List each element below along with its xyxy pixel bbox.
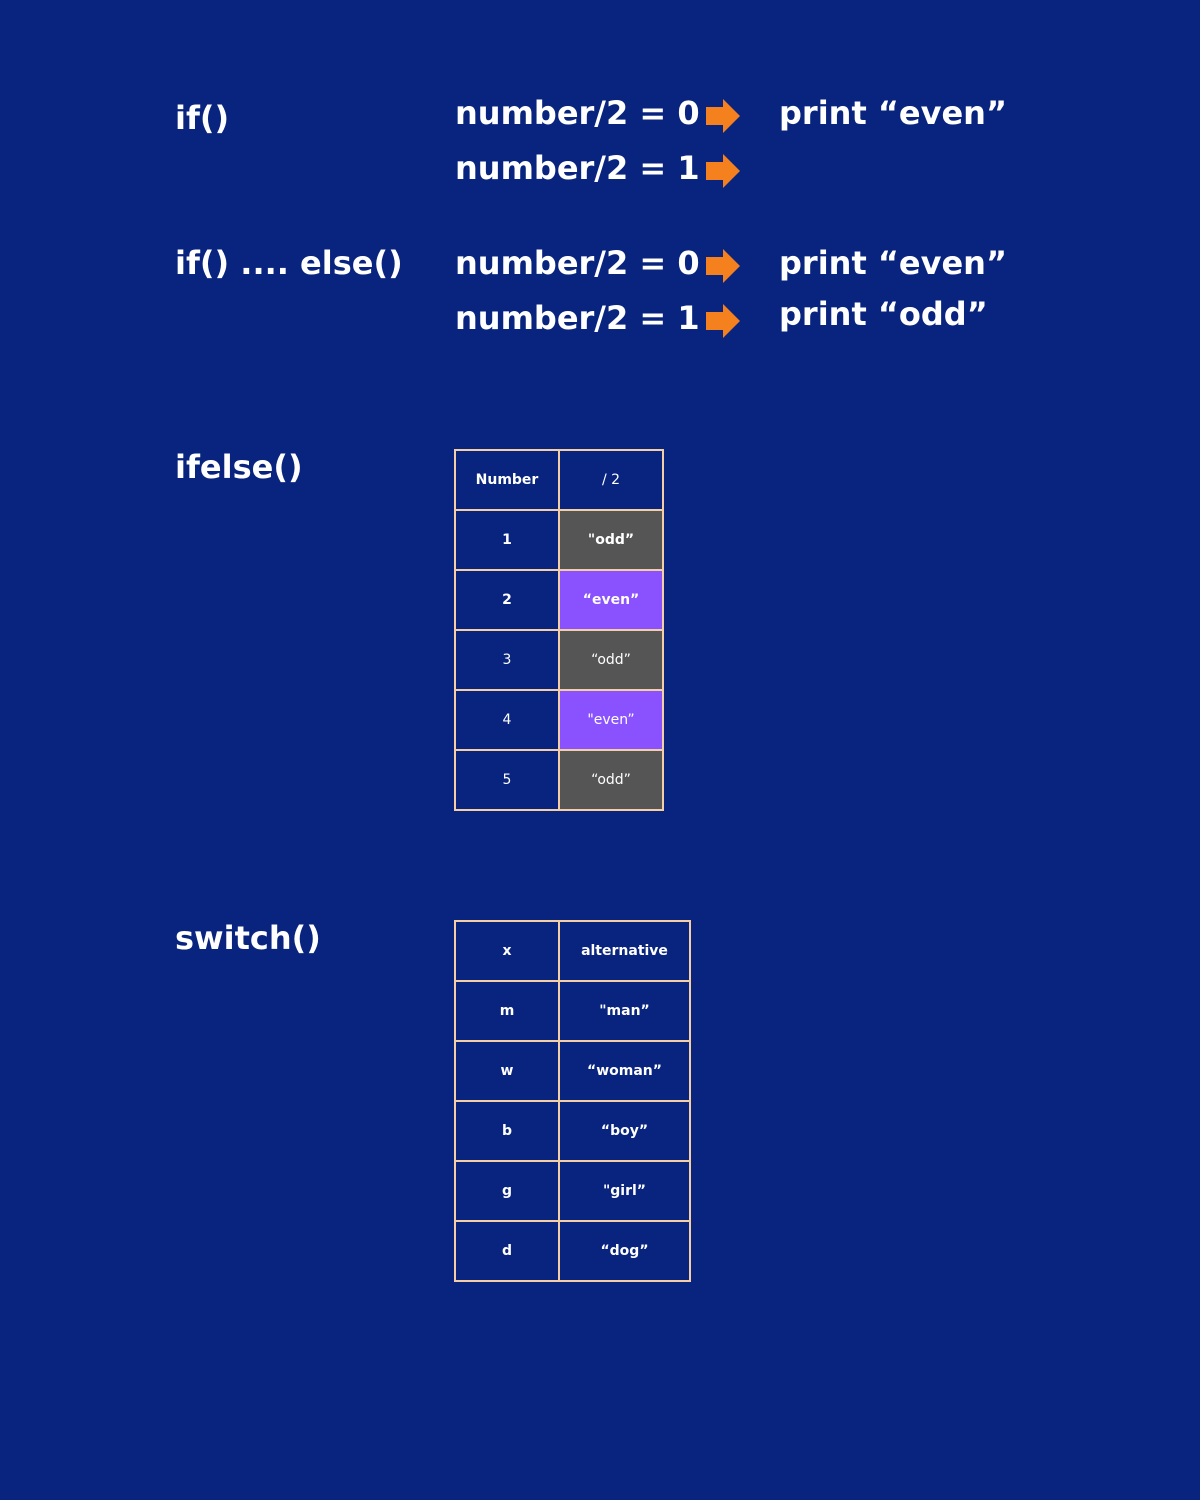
table-header-row: Number / 2 — [454, 449, 664, 511]
ifelse-condition-1: number/2 = 0 — [455, 244, 700, 282]
header-x: x — [454, 920, 560, 982]
table-row: 5 “odd” — [454, 749, 664, 811]
key-cell: w — [454, 1040, 560, 1102]
ifelse-condition-2: number/2 = 1 — [455, 299, 700, 337]
result-cell: "even” — [558, 689, 664, 751]
if-condition-2: number/2 = 1 — [455, 149, 700, 187]
value-cell: "girl” — [558, 1160, 691, 1222]
table-row: d “dog” — [454, 1220, 691, 1282]
switch-table: x alternative m "man” w “woman” b “boy” … — [454, 920, 691, 1282]
table-header-row: x alternative — [454, 920, 691, 982]
value-cell: “dog” — [558, 1220, 691, 1282]
value-cell: "man” — [558, 980, 691, 1042]
table-row: g "girl” — [454, 1160, 691, 1222]
result-cell: “even” — [558, 569, 664, 631]
if-label: if() — [175, 99, 230, 137]
table-row: 1 "odd” — [454, 509, 664, 571]
ifelse-result-2: print “odd” — [779, 295, 988, 333]
ifelse-statement-label: if() .... else() — [175, 244, 403, 282]
table-row: m "man” — [454, 980, 691, 1042]
table-row: 3 “odd” — [454, 629, 664, 691]
header-divide: / 2 — [558, 449, 664, 511]
ifelse-table: Number / 2 1 "odd” 2 “even” 3 “odd” 4 "e… — [454, 449, 664, 811]
ifelse-func-label: ifelse() — [175, 448, 303, 486]
number-cell: 3 — [454, 629, 560, 691]
arrow-right-icon — [706, 154, 740, 188]
arrow-right-icon — [706, 304, 740, 338]
if-condition-1: number/2 = 0 — [455, 94, 700, 132]
ifelse-result-1: print “even” — [779, 244, 1007, 282]
header-number: Number — [454, 449, 560, 511]
table-row: 4 "even” — [454, 689, 664, 751]
switch-label: switch() — [175, 919, 321, 957]
arrow-right-icon — [706, 99, 740, 133]
table-row: 2 “even” — [454, 569, 664, 631]
result-cell: “odd” — [558, 749, 664, 811]
key-cell: b — [454, 1100, 560, 1162]
number-cell: 5 — [454, 749, 560, 811]
value-cell: “woman” — [558, 1040, 691, 1102]
key-cell: m — [454, 980, 560, 1042]
key-cell: d — [454, 1220, 560, 1282]
table-row: b “boy” — [454, 1100, 691, 1162]
if-result-1: print “even” — [779, 94, 1007, 132]
number-cell: 1 — [454, 509, 560, 571]
arrow-right-icon — [706, 249, 740, 283]
value-cell: “boy” — [558, 1100, 691, 1162]
number-cell: 4 — [454, 689, 560, 751]
header-alternative: alternative — [558, 920, 691, 982]
result-cell: “odd” — [558, 629, 664, 691]
table-row: w “woman” — [454, 1040, 691, 1102]
number-cell: 2 — [454, 569, 560, 631]
result-cell: "odd” — [558, 509, 664, 571]
key-cell: g — [454, 1160, 560, 1222]
